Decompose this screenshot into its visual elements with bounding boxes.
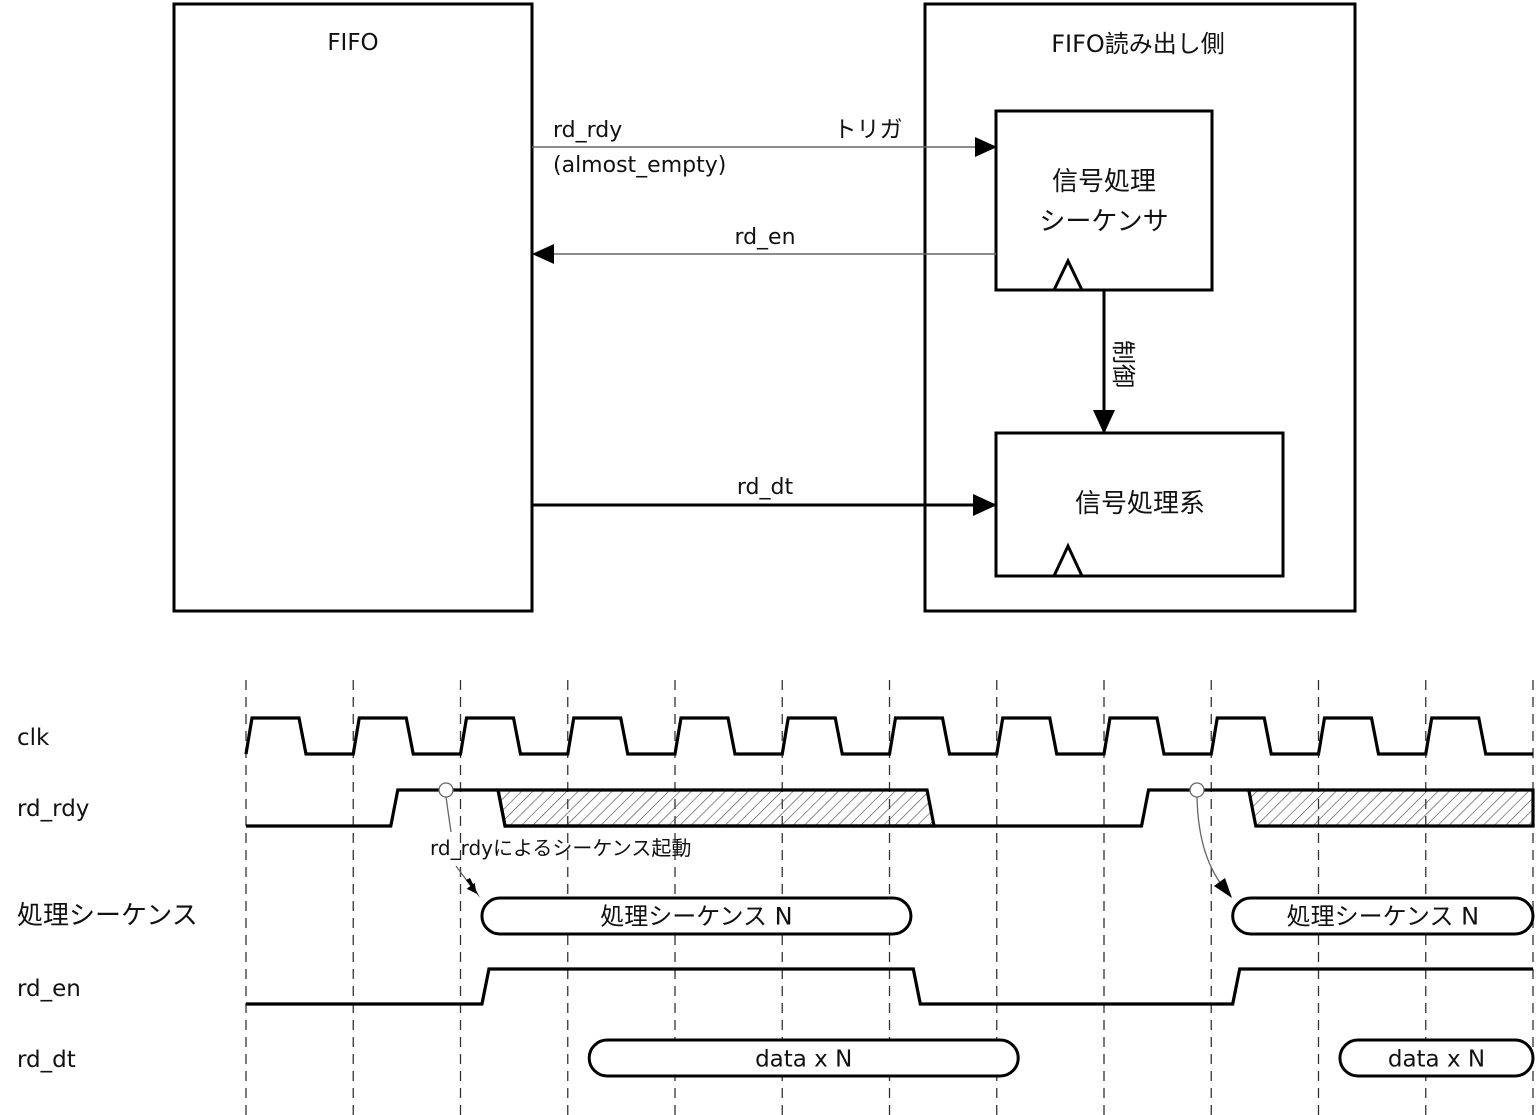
rd-rdy-label: rd_rdy (553, 118, 622, 143)
processor-block (994, 431, 1285, 578)
sequencer-label-line2: シーケンサ (1039, 207, 1168, 237)
sequence-box-label: 処理シーケンス N (600, 903, 792, 931)
data-box: data x N (1338, 1038, 1535, 1078)
sequence-box-shape (1231, 896, 1535, 936)
processor-label: 信号処理系 (1075, 489, 1205, 519)
row-label-rd-rdy: rd_rdy (17, 796, 89, 822)
rd-rdy-dont-care (1246, 788, 1535, 828)
reader-title: FIFO読み出し側 (1051, 30, 1225, 58)
data-box-label: data x N (1388, 1046, 1485, 1072)
sequence-boxes: 処理シーケンス N 処理シーケンス N (480, 896, 1535, 936)
row-label-clk: clk (17, 725, 50, 751)
rd-rdy-dont-care (496, 788, 936, 828)
sequence-box-label: 処理シーケンス N (1287, 903, 1479, 931)
clk-waveform (244, 716, 1533, 756)
rd-en-label: rd_en (734, 225, 795, 250)
data-box-shape (1338, 1038, 1535, 1078)
sequence-box: 処理シーケンス N (480, 896, 913, 936)
sequencer-block (994, 109, 1214, 292)
sequence-box: 処理シーケンス N (1231, 896, 1535, 936)
sequencer-clock-icon (1052, 257, 1084, 291)
fifo-title: FIFO (327, 30, 378, 56)
sequence-box-shape (480, 896, 913, 936)
row-label-rd-en: rd_en (17, 976, 81, 1002)
data-boxes: data x N data x N (587, 1038, 1535, 1078)
rd-en-waveform (246, 967, 1533, 1006)
fifo-block (172, 2, 534, 613)
data-box-label: data x N (755, 1046, 852, 1072)
row-label-rd-dt: rd_dt (17, 1047, 76, 1073)
control-label: 制御 (1109, 340, 1137, 388)
sequence-trigger-annotation: rd_rdyによるシーケンス起動 (430, 836, 691, 860)
timing-diagram: clk rd_rdy 処理シーケンス rd_en rd_dt rd_rdyによる… (17, 680, 1535, 1115)
data-box: data x N (587, 1038, 1020, 1078)
rd-dt-label: rd_dt (737, 475, 794, 500)
trigger-marker-2 (1189, 782, 1232, 898)
block-diagram: FIFO FIFO読み出し側 信号処理 シーケンサ 信号処理系 rd_rdy (… (172, 2, 1357, 613)
trigger-label: トリガ (834, 117, 903, 143)
data-box-shape (587, 1038, 1020, 1078)
row-label-sequence: 処理シーケンス (17, 901, 198, 931)
rd-rdy-dont-care-regions (496, 788, 1535, 828)
trigger-marker-1 (438, 782, 480, 898)
sequencer-label-line1: 信号処理 (1052, 167, 1156, 197)
processor-clock-icon (1052, 542, 1084, 577)
rd-rdy-sublabel: (almost_empty) (553, 153, 726, 178)
